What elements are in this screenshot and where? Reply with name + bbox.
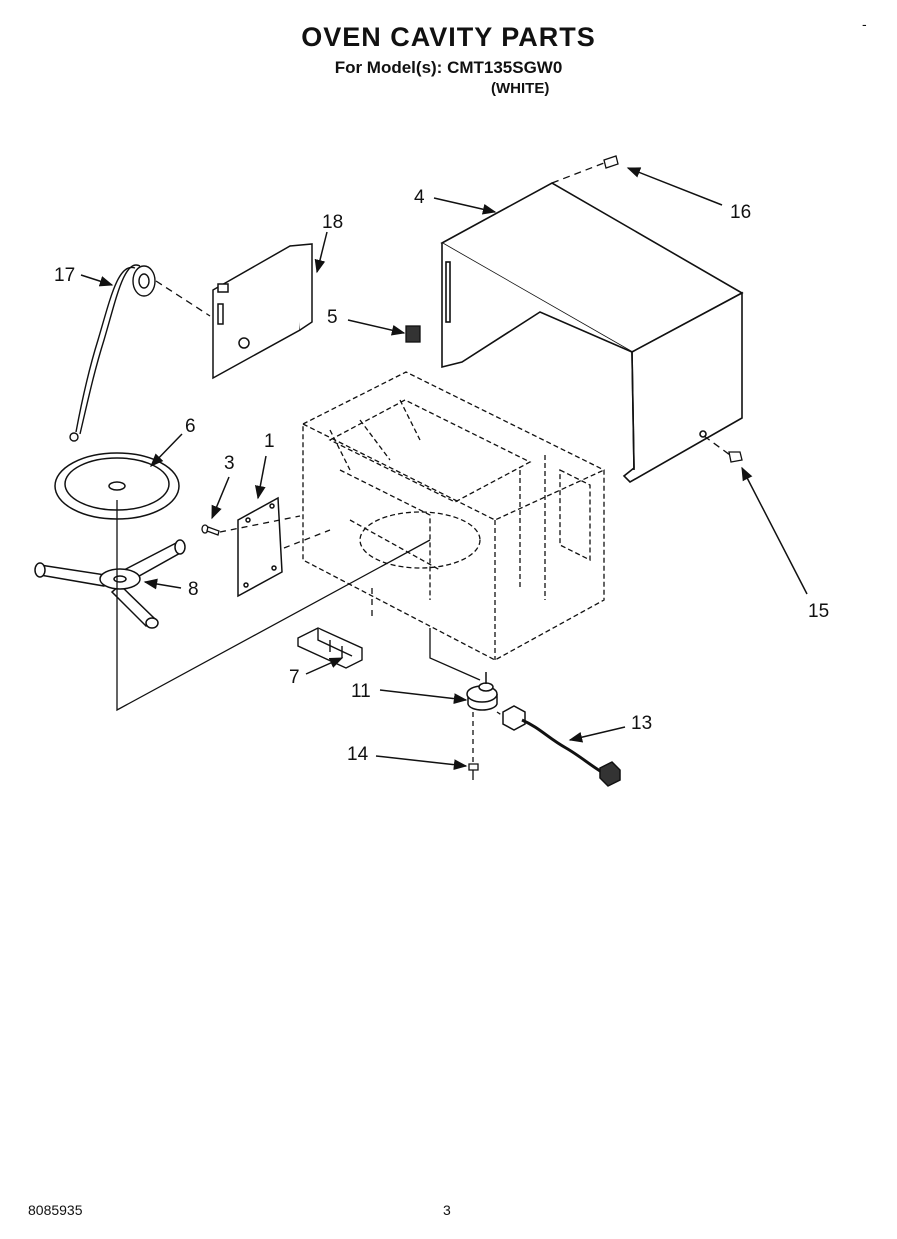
- screw-3-drawing: [201, 524, 220, 536]
- lamp-socket-drawing: [69, 264, 156, 442]
- part-label-8: 8: [188, 579, 199, 600]
- part-label-17: 17: [54, 265, 75, 286]
- outer-cabinet-drawing: [440, 182, 744, 483]
- model-line: For Model(s): CMT135SGW0: [0, 58, 897, 78]
- model-label: For Model(s): CMT135SGW0: [334, 58, 563, 77]
- part-label-13: 13: [631, 713, 652, 734]
- part-label-16: 16: [730, 202, 751, 223]
- part-label-1: 1: [264, 431, 275, 452]
- roller-support-drawing: [34, 539, 186, 629]
- turntable-tray-drawing: [54, 452, 180, 520]
- part-label-18: 18: [322, 212, 343, 233]
- cover-plate-drawing: [237, 496, 283, 598]
- leader-arrows: [80, 167, 808, 771]
- clip-drawing: [405, 325, 421, 343]
- part-label-14: 14: [347, 744, 369, 765]
- part-label-11: 11: [351, 681, 371, 702]
- part-label-15: 15: [808, 601, 829, 622]
- part-label-5: 5: [327, 307, 338, 328]
- page-number: 3: [443, 1202, 451, 1218]
- part-label-3: 3: [224, 453, 235, 474]
- part-label-7: 7: [289, 667, 300, 688]
- turntable-motor-drawing: [466, 672, 498, 711]
- document-number: 8085935: [28, 1202, 83, 1218]
- oven-cavity-drawing: [302, 371, 605, 661]
- assembly-lines: [116, 162, 731, 762]
- waveguide-cover-drawing: [212, 243, 313, 380]
- corner-mark: -: [862, 16, 867, 32]
- color-label: (WHITE): [491, 80, 550, 97]
- part-label-6: 6: [185, 416, 196, 437]
- screws-drawing: [468, 155, 743, 780]
- page-title: OVEN CAVITY PARTS: [301, 22, 596, 52]
- part-label-4: 4: [414, 187, 425, 208]
- wire-harness-drawing: [502, 705, 621, 787]
- bracket-drawing: [297, 627, 363, 669]
